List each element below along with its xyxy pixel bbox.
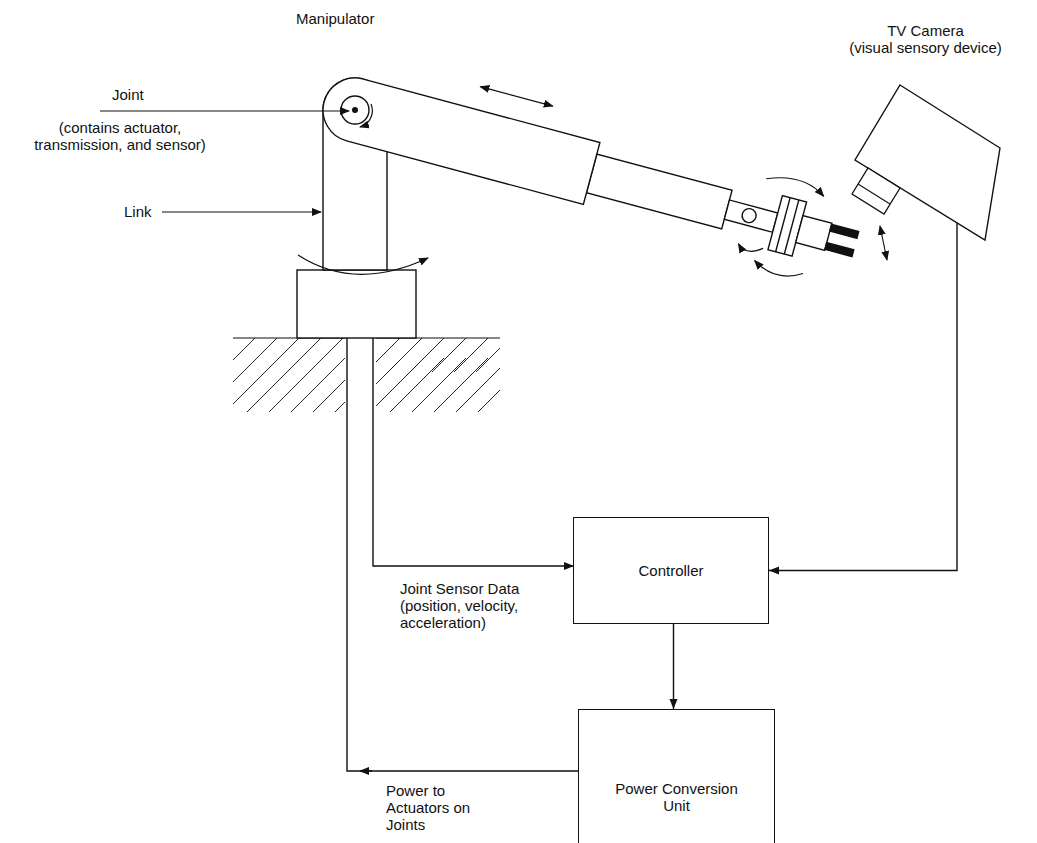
camera-cable [956,223,957,243]
box-label: Controller [638,562,703,579]
gripper-finger [830,224,859,238]
signal-label: Joint Sensor Data (position, velocity, a… [400,580,552,631]
rotation-arrow [737,242,763,255]
wrist-joint [741,207,758,224]
flange-line [784,200,798,254]
power-arrow [360,770,372,771]
rotation-arrow [766,172,826,196]
wires [347,338,578,771]
part-note: (contains actuator, transmission, and se… [20,119,220,153]
base-block [297,270,416,338]
signal-label: Power to Actuators on Joints [386,782,482,833]
rotation-arrow [360,104,372,127]
arrowhead [670,699,678,709]
part-label: Joint [112,86,144,103]
inner-tube [586,154,732,229]
translation-arrow [480,87,552,106]
leader-line [100,110,349,111]
camera-body [855,85,1000,240]
arm [311,49,869,293]
flange-line [776,198,790,252]
camera-label: (visual sensory device) [830,39,1021,56]
gripper-arrow [880,226,887,260]
camera-lens [852,168,900,214]
arrowhead [769,567,779,575]
connector-line [769,243,957,571]
camera: TV Camera(visual sensory device) [830,18,1021,243]
ground-hatch [233,338,500,412]
connector [769,243,957,575]
controller-box: Controller [573,517,769,624]
ground [233,338,500,412]
rotation-arrow [753,261,803,282]
power-unit-box: Power Conversion Unit [578,709,775,843]
part-label: Link [124,203,152,220]
outer-sleeve [316,71,600,205]
joint-dot [352,107,358,113]
sensor-wire [373,338,573,566]
gripper-finger [825,243,854,257]
leader-line [162,211,321,212]
part-label: Manipulator [296,10,374,27]
connector [670,624,678,709]
connector-line [673,624,674,709]
joint-circle [341,96,369,124]
power-wire [347,338,578,771]
box-label: Power Conversion Unit [614,780,739,814]
rotation-arrow [298,255,428,274]
camera-lens-rim [858,184,890,204]
wrist [724,200,777,232]
camera-label: TV Camera [830,22,1021,39]
